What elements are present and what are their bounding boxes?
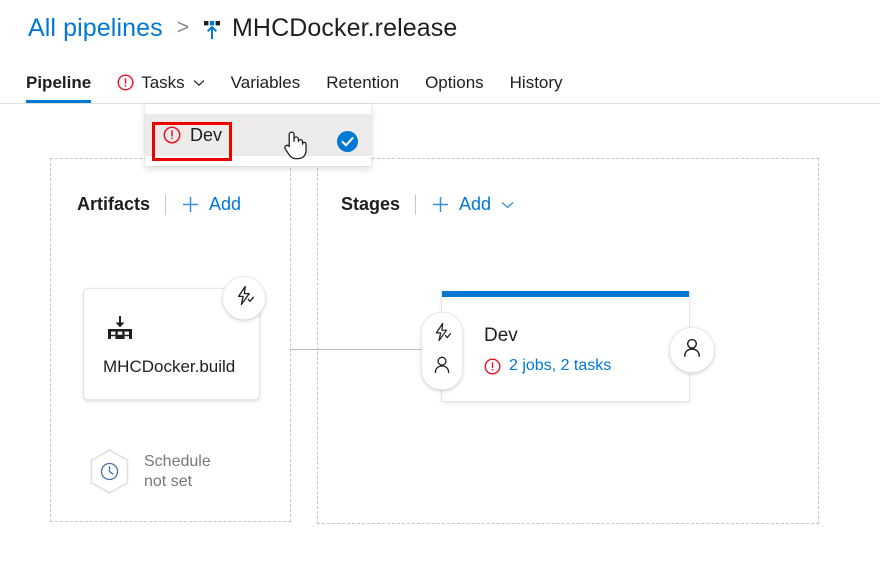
tab-retention[interactable]: Retention [326,62,399,103]
tab-pipeline[interactable]: Pipeline [26,62,92,103]
stage-status-link[interactable]: 2 jobs, 2 tasks [484,357,611,375]
tasks-dropdown-menu: Dev [145,104,371,166]
menu-item-dev-label: Dev [190,124,223,145]
add-stage-button[interactable]: Add [431,194,514,215]
release-pipeline-icon [201,19,223,41]
stage-card-dev[interactable]: Dev 2 jobs, 2 tasks [441,291,690,402]
menu-item-dev[interactable]: Dev [145,114,371,156]
breadcrumb-all-pipelines-link[interactable]: All pipelines [28,13,163,42]
schedule-label: Schedule not set [144,452,211,490]
stages-header: Stages Add [341,194,514,215]
stages-panel [317,158,819,524]
artifacts-header: Artifacts Add [77,194,241,215]
lightning-bolt-icon [234,285,255,311]
error-circle-icon [117,74,134,91]
page-title: MHCDocker.release [231,13,458,42]
stages-title: Stages [341,194,401,214]
divider [415,194,417,215]
plus-icon [431,195,450,214]
stage-status-text: 2 jobs, 2 tasks [509,357,612,374]
pre-deployment-conditions-badge[interactable] [421,312,463,390]
post-deployment-approvals-badge[interactable] [669,327,715,373]
chevron-down-icon[interactable] [193,79,205,87]
tab-history[interactable]: History [510,62,563,103]
breadcrumb-separator: > [176,16,189,39]
chevron-down-icon[interactable] [501,201,514,209]
lightning-bolt-icon [432,322,452,347]
check-circle-icon [337,131,358,157]
tab-variables-label: Variables [230,72,301,92]
tab-tasks-label: Tasks [141,72,185,92]
artifact-stage-connector [290,349,421,350]
tab-bar: Pipeline Tasks Variables Retention Optio… [0,62,880,104]
artifacts-title: Artifacts [77,194,151,214]
tab-variables[interactable]: Variables [231,62,301,103]
breadcrumb: All pipelines > MHCDocker.release [28,8,457,48]
tab-tasks[interactable]: Tasks [117,62,205,103]
error-circle-icon [484,357,501,375]
stage-name: Dev [484,325,518,346]
tab-options[interactable]: Options [425,62,484,103]
tab-options-label: Options [425,72,484,92]
schedule-trigger-item[interactable]: Schedule not set [88,448,211,495]
tab-history-label: History [509,72,563,92]
hand-pointer-cursor [281,128,307,165]
add-artifact-label: Add [209,194,242,214]
build-artifact-icon [105,314,135,349]
artifact-name: MHCDocker.build [103,357,236,376]
add-artifact-button[interactable]: Add [181,194,241,215]
continuous-deployment-trigger-badge[interactable] [222,276,266,320]
clock-icon [88,448,131,495]
plus-icon [181,195,200,214]
divider [165,194,167,215]
person-icon [681,337,703,364]
tab-pipeline-label: Pipeline [26,72,92,92]
error-circle-icon [163,126,181,144]
person-icon [432,355,452,380]
stage-accent-bar [442,291,689,297]
tab-retention-label: Retention [326,72,400,92]
add-stage-label: Add [459,194,492,214]
